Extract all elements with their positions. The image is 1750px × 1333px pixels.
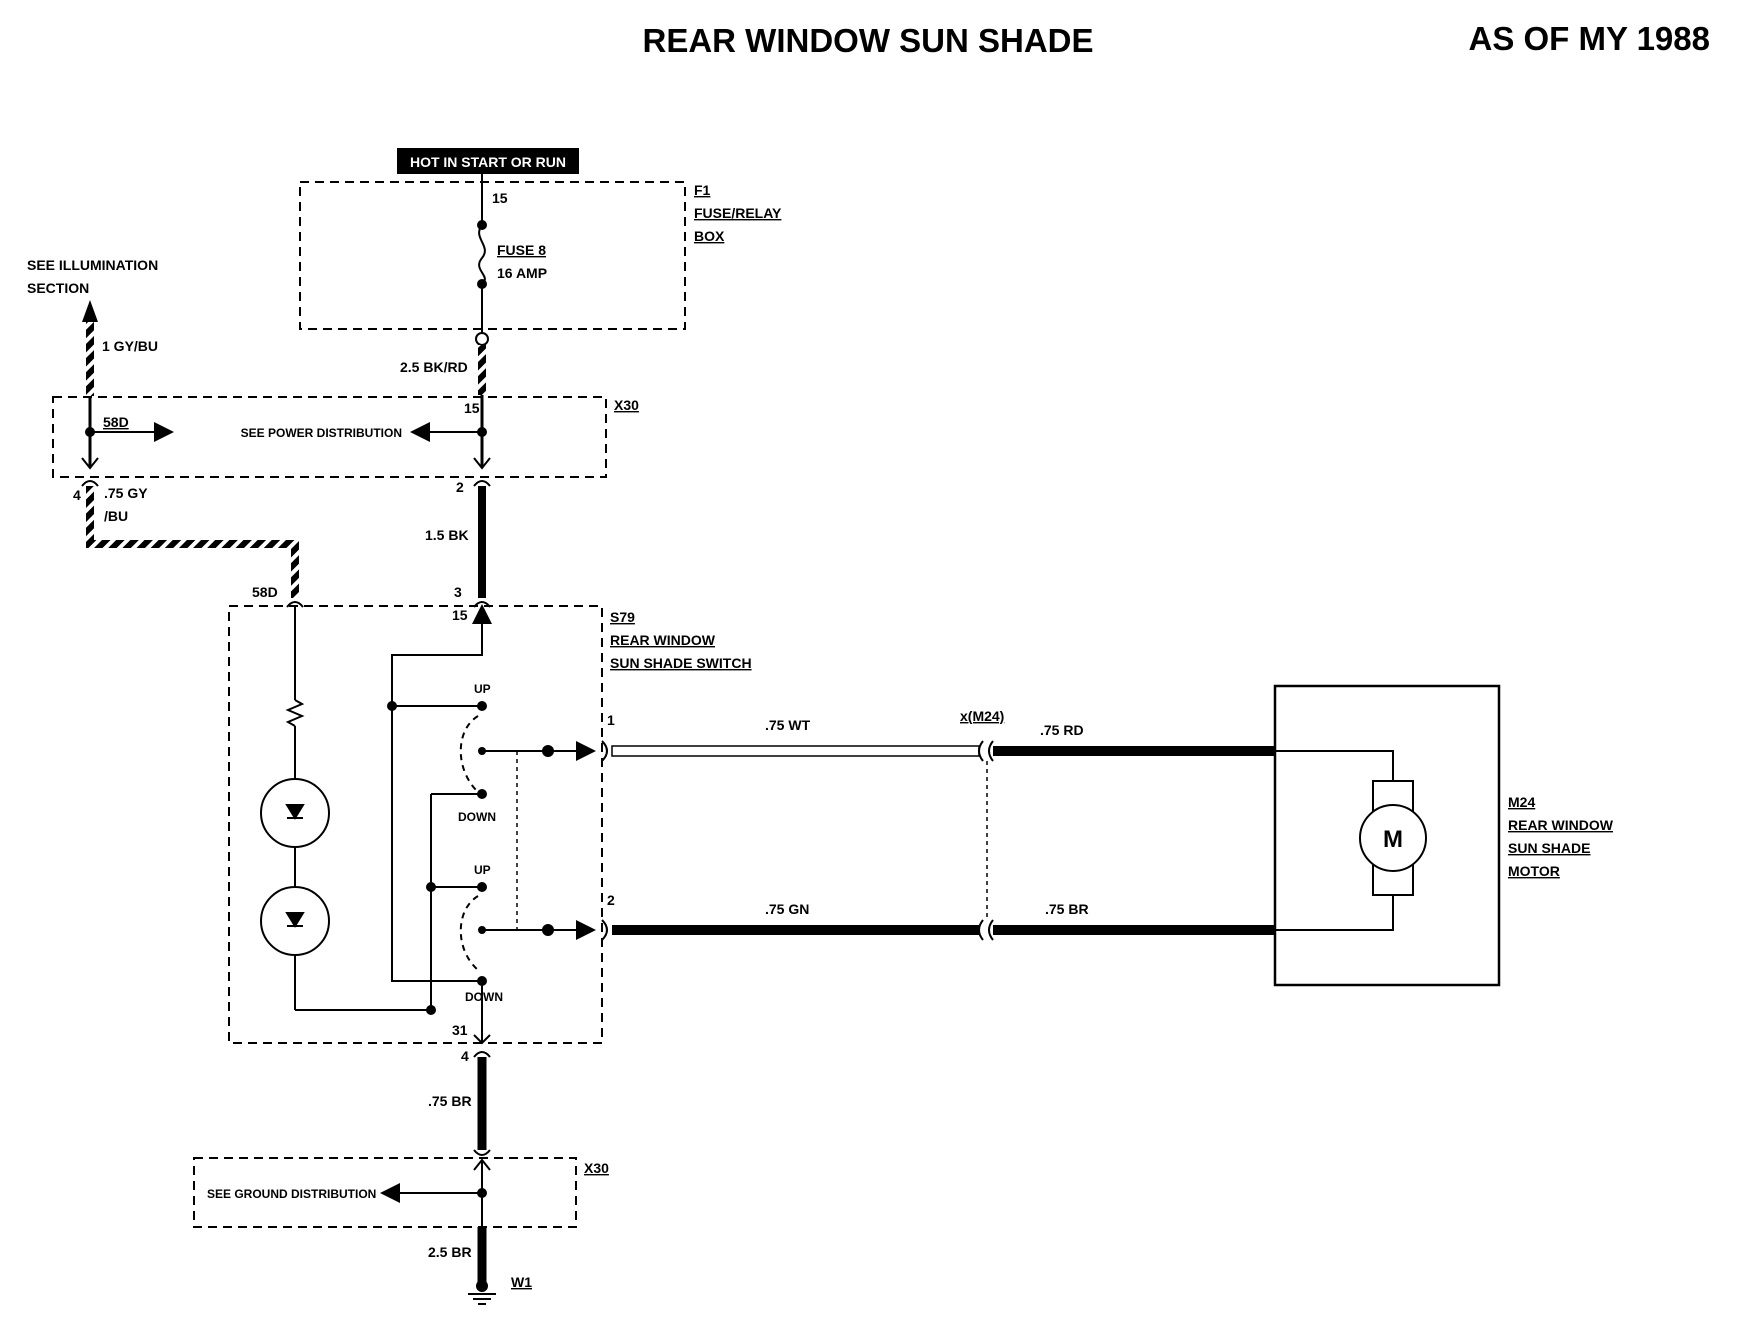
motor-connector-ref: x(M24): [960, 708, 1004, 724]
switch-ref: S79: [610, 609, 635, 625]
switch-term-3: 3: [454, 584, 462, 600]
ground-w1: W1: [468, 1274, 532, 1305]
model-year: AS OF MY 1988: [1469, 20, 1711, 57]
illumination-line-1: SEE ILLUMINATION: [27, 257, 158, 273]
fuse-box-ref: F1: [694, 182, 711, 198]
switch1-down: DOWN: [458, 810, 496, 824]
wire-label-fuse-out: 2.5 BK/RD: [400, 359, 468, 375]
switch-pin-2: 2: [607, 892, 615, 908]
illumination-line-2: SECTION: [27, 280, 89, 296]
connector-x30-top: X30 58D 15 SEE POWER DISTRIBUTION 4 2: [52, 395, 639, 503]
fuse-icon: [478, 224, 486, 285]
wire-label-motor1: .75 RD: [1040, 722, 1084, 738]
fuse-name: FUSE 8: [497, 242, 546, 258]
wire-label-ground-b: 2.5 BR: [428, 1244, 472, 1260]
motor-m24: M M24 REAR WINDOW SUN SHADE MOTOR: [1273, 684, 1614, 987]
switch-pin-4: 4: [461, 1048, 469, 1064]
connector-bottom-ref: X30: [584, 1160, 609, 1176]
motor-name-2: SUN SHADE: [1508, 840, 1590, 856]
resistor-icon: [285, 699, 305, 727]
ground-ref: W1: [511, 1274, 532, 1290]
illumination-wire: 1 GY/BU: [102, 338, 158, 354]
switch-name-1: REAR WINDOW: [610, 632, 716, 648]
switch1-up: UP: [474, 682, 491, 696]
switch-term-15: 15: [452, 607, 468, 623]
terminal-58d: 58D: [103, 414, 129, 430]
switch2-rocker: [459, 895, 479, 971]
terminal-15: 15: [464, 400, 480, 416]
wire-label-out2: .75 GN: [765, 901, 809, 917]
wire-label-out1: .75 WT: [765, 717, 811, 733]
power-banner-text: HOT IN START OR RUN: [410, 154, 566, 170]
motor-icon: [1359, 804, 1427, 872]
fuse-box-terminal: 15: [492, 190, 508, 206]
switch-term-58d: 58D: [252, 584, 278, 600]
switch-s79: S79 REAR WINDOW SUN SHADE SWITCH 58D 3 1…: [228, 584, 752, 1064]
connector-m24: x(M24): [960, 708, 1004, 941]
connector-top-ref: X30: [614, 397, 639, 413]
fuse-relay-box: 15 FUSE 8 16 AMP F1 FUSE/RELAY BOX: [299, 174, 782, 346]
switch1-rocker: [459, 715, 479, 793]
diagram-title: REAR WINDOW SUN SHADE: [643, 22, 1094, 59]
motor-name-3: MOTOR: [1508, 863, 1560, 879]
see-power-distribution: SEE POWER DISTRIBUTION: [241, 426, 402, 440]
switch-pin-1: 1: [607, 712, 615, 728]
wire-label-motor2: .75 BR: [1045, 901, 1089, 917]
illumination-ref: SEE ILLUMINATION SECTION 1 GY/BU: [27, 257, 158, 396]
switch2-down: DOWN: [465, 990, 503, 1004]
connector-x30-bottom: X30 SEE GROUND DISTRIBUTION: [193, 1149, 609, 1228]
pin-left: 4: [73, 487, 81, 503]
wire-out-1: .75 WT: [611, 717, 980, 757]
pin-right: 2: [456, 479, 464, 495]
wire-label-ground-a: .75 BR: [428, 1093, 472, 1109]
switch-term-31: 31: [452, 1022, 468, 1038]
switch2-up: UP: [474, 863, 491, 877]
motor-symbol: M: [1383, 826, 1403, 853]
fuse-rating: 16 AMP: [497, 265, 547, 281]
wire-out-2: .75 GN: [612, 901, 979, 935]
power-banner: HOT IN START OR RUN: [397, 148, 579, 174]
fuse-box-name-1: FUSE/RELAY: [694, 205, 782, 221]
wire-label-switch-feed: 1.5 BK: [425, 527, 469, 543]
switch-name-2: SUN SHADE SWITCH: [610, 655, 752, 671]
wire-illumination-feed: [86, 486, 299, 598]
fuse-box-name-2: BOX: [694, 228, 725, 244]
wire-label-illum-b: /BU: [104, 508, 128, 524]
wire-label-illum-a: .75 GY: [104, 485, 148, 501]
motor-name-1: REAR WINDOW: [1508, 817, 1614, 833]
see-ground-distribution: SEE GROUND DISTRIBUTION: [207, 1187, 376, 1201]
motor-ref: M24: [1508, 794, 1535, 810]
arrow-up-icon: [82, 300, 98, 322]
